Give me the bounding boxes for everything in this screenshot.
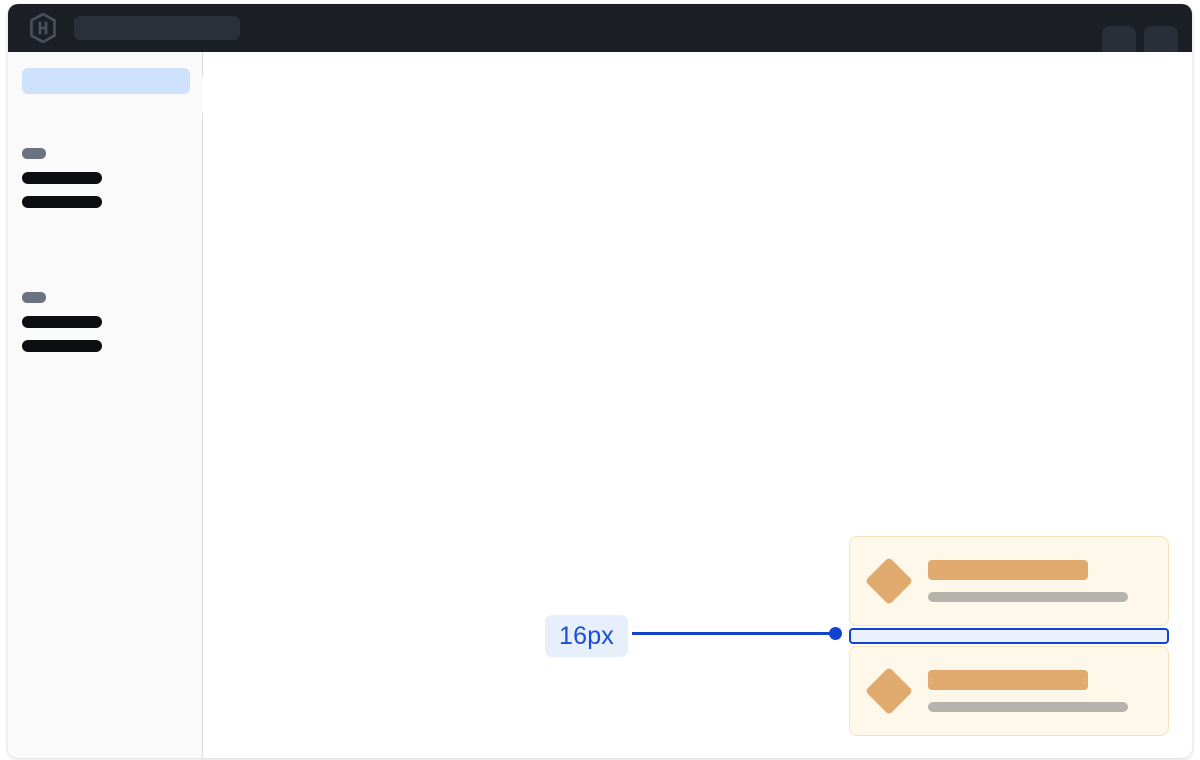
sidebar-group-1 <box>22 148 182 220</box>
topbar-chip-1[interactable] <box>1102 26 1136 52</box>
card-1-primary-line <box>928 560 1088 580</box>
sidebar-skeleton-block[interactable] <box>22 68 190 94</box>
sidebar <box>8 52 217 758</box>
spacing-leader-line <box>632 632 832 635</box>
hashicorp-hexagon-logo-icon[interactable] <box>30 12 56 44</box>
spacing-highlight[interactable] <box>849 628 1169 644</box>
main-canvas: 16px <box>203 52 1192 758</box>
body-split: 16px <box>8 52 1192 758</box>
spacing-value-badge: 16px <box>545 615 629 657</box>
spacing-leader-dot-icon <box>829 627 842 640</box>
card-2-primary-line <box>928 670 1088 690</box>
card-2-secondary-line <box>928 702 1128 712</box>
sidebar-item-2-2[interactable] <box>22 340 102 352</box>
top-bar <box>8 4 1192 52</box>
sidebar-group-2-label <box>22 292 46 303</box>
diamond-icon <box>864 556 914 606</box>
card-1-secondary-line <box>928 592 1128 602</box>
card-2-lines <box>928 670 1146 712</box>
sidebar-group-2 <box>22 292 182 364</box>
sidebar-item-1-1[interactable] <box>22 172 102 184</box>
topbar-chip-2[interactable] <box>1144 26 1178 52</box>
search-input[interactable] <box>74 16 240 40</box>
sidebar-item-2-1[interactable] <box>22 316 102 328</box>
top-bar-actions <box>1102 4 1178 52</box>
info-card-1[interactable] <box>849 536 1169 626</box>
card-1-lines <box>928 560 1146 602</box>
card-stack <box>849 536 1169 736</box>
app-window: 16px <box>8 4 1192 758</box>
sidebar-item-1-2[interactable] <box>22 196 102 208</box>
info-card-2[interactable] <box>849 646 1169 736</box>
diamond-icon <box>864 666 914 716</box>
sidebar-group-1-label <box>22 148 46 159</box>
